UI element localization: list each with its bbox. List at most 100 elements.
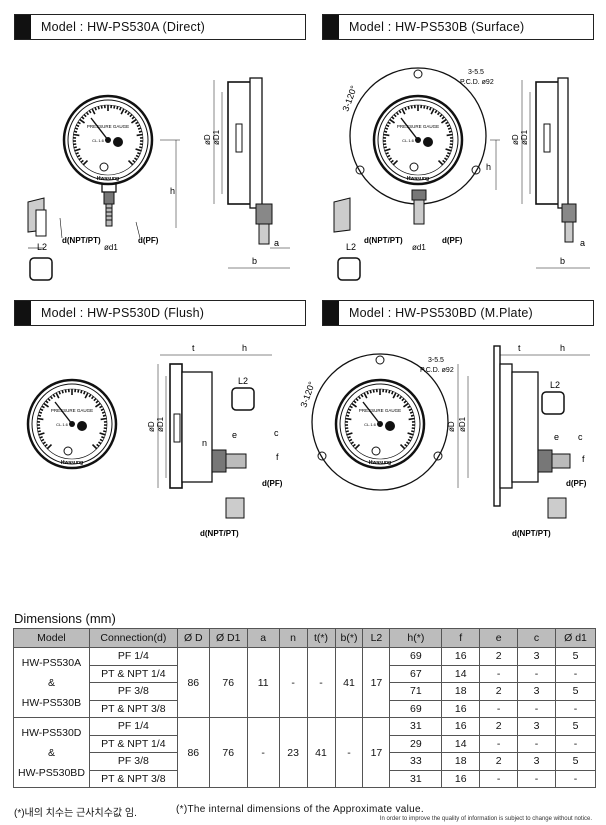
- model-label: Model : HW-PS530BD (M.Plate): [349, 306, 533, 320]
- header-cell: n: [278, 628, 308, 648]
- table-row: HW-PS530D & HW-PS530BD PF 1/4 86 76 - 23…: [13, 717, 597, 788]
- gauge-dial-mplate: PRESSURE GAUGE CL.1.6 Hwasung: [334, 378, 426, 470]
- t-cell: 41: [306, 717, 336, 788]
- dial-class: CL.1.6: [92, 138, 105, 143]
- t-cell: -: [306, 647, 336, 718]
- footnote-english: (*)The internal dimensions of the Approx…: [176, 804, 424, 815]
- model-bar-flush: Model : HW-PS530D (Flush): [14, 300, 306, 326]
- connection-cell: PF 1/4: [88, 717, 178, 736]
- label-phid1: ød1: [412, 243, 426, 252]
- c-cell: 3: [517, 752, 556, 771]
- connection-cell: PF 3/8: [88, 682, 178, 701]
- model-cell: HW-PS530A & HW-PS530B: [13, 647, 90, 718]
- header-cell: a: [246, 628, 280, 648]
- label-hole: 3-5.5: [468, 69, 484, 76]
- e-cell: 2: [479, 682, 519, 701]
- label-phiD1: øD1: [156, 416, 165, 432]
- label-c: c: [578, 432, 583, 442]
- header-cell: h(*): [389, 628, 443, 648]
- connection-cell: PF 3/8: [88, 752, 178, 771]
- label-L2: L2: [238, 376, 248, 386]
- model-bar-tab: [323, 15, 339, 39]
- f-cell: 16: [441, 717, 481, 736]
- e-cell: -: [479, 734, 519, 753]
- d1-cell: -: [554, 664, 597, 683]
- table-header-row: Model Connection(d) Ø D Ø D1 a n t(*) b(…: [13, 628, 597, 648]
- c-cell: 3: [517, 682, 556, 701]
- label-d-npt: d(NPT/PT): [200, 529, 239, 538]
- label-d-pf: d(PF): [138, 236, 159, 245]
- f-cell: 18: [441, 752, 481, 771]
- header-cell: f: [441, 628, 481, 648]
- a-cell: 11: [246, 647, 280, 718]
- model-bar-direct: Model : HW-PS530A (Direct): [14, 14, 306, 40]
- label-b: b: [252, 256, 257, 266]
- header-cell: b(*): [334, 628, 364, 648]
- table-row: PT & NPT 3/8 31 16 - - -: [14, 769, 597, 788]
- L2-cell: 17: [362, 647, 391, 718]
- label-e: e: [554, 432, 559, 442]
- model-bar-tab: [15, 301, 31, 325]
- d1-cell: -: [554, 769, 597, 788]
- label-pcd: P.C.D. ø92: [420, 367, 454, 374]
- label-f: f: [276, 452, 279, 462]
- f-cell: 16: [441, 769, 481, 788]
- h-cell: 31: [389, 717, 443, 736]
- technical-drawings: PRESSURE GAUGE CL.1.6 Hwasung L2 d(NPT/P…: [26, 67, 590, 538]
- model-label: Model : HW-PS530D (Flush): [41, 306, 205, 320]
- header-cell: Ø D: [176, 628, 210, 648]
- model-bar-mplate: Model : HW-PS530BD (M.Plate): [322, 300, 594, 326]
- e-cell: -: [479, 769, 519, 788]
- c-cell: -: [517, 734, 556, 753]
- label-f: f: [582, 454, 585, 464]
- model-bar-tab: [15, 15, 31, 39]
- label-h: h: [486, 162, 491, 172]
- c-cell: -: [517, 699, 556, 718]
- c-cell: -: [517, 769, 556, 788]
- e-cell: 2: [479, 647, 519, 666]
- connection-cell: PT & NPT 1/4: [88, 664, 178, 683]
- L2-cell: 17: [362, 717, 391, 788]
- label-t: t: [192, 343, 195, 353]
- notice-text: In order to improve the quality of infor…: [379, 816, 592, 822]
- connection-cell: PF 1/4: [88, 647, 178, 666]
- label-a: a: [274, 238, 279, 248]
- connection-cell: PT & NPT 1/4: [88, 734, 178, 753]
- label-e: e: [232, 430, 237, 440]
- d1-cell: 5: [554, 717, 597, 736]
- dial-maker: Hwasung: [407, 176, 429, 182]
- label-phiD: øD: [203, 134, 212, 145]
- label-phiD1: øD1: [212, 129, 221, 145]
- f-cell: 16: [441, 647, 481, 666]
- n-cell: -: [278, 647, 308, 718]
- gauge-dial-surface: PRESSURE GAUGE CL.1.6 Hwasung: [372, 94, 464, 186]
- table-row: HW-PS530A & HW-PS530B PF 1/4 86 76 11 - …: [13, 647, 597, 718]
- e-cell: -: [479, 699, 519, 718]
- model-label: Model : HW-PS530B (Surface): [349, 20, 525, 34]
- h-cell: 31: [389, 769, 443, 788]
- D-cell: 86: [176, 717, 210, 788]
- label-phiD: øD: [447, 421, 456, 432]
- label-d-pf: d(PF): [442, 236, 463, 245]
- D1-cell: 76: [208, 717, 248, 788]
- b-cell: 41: [334, 647, 364, 718]
- d1-cell: 5: [554, 682, 597, 701]
- footnote-korean: (*)내의 치수는 근사치수값 임.: [14, 808, 137, 819]
- table-row: PT & NPT 3/8 69 16 - - -: [14, 699, 597, 718]
- dial-brand: PRESSURE GAUGE: [51, 408, 93, 413]
- label-d-pf: d(PF): [566, 479, 587, 488]
- dial-maker: Hwasung: [97, 176, 119, 182]
- dial-class: CL.1.6: [364, 422, 377, 427]
- e-cell: 2: [479, 752, 519, 771]
- model-bar-tab: [323, 301, 339, 325]
- label-d-pf: d(PF): [262, 479, 283, 488]
- f-cell: 18: [441, 682, 481, 701]
- label-h: h: [170, 186, 175, 196]
- label-b: b: [560, 256, 565, 266]
- dimensions-table: Model Connection(d) Ø D Ø D1 a n t(*) b(…: [13, 628, 597, 788]
- dimensions-title: Dimensions (mm): [14, 611, 116, 626]
- dial-maker: Hwasung: [369, 460, 391, 466]
- label-phiD: øD: [511, 134, 520, 145]
- label-h: h: [560, 343, 565, 353]
- connection-cell: PT & NPT 3/8: [88, 769, 178, 788]
